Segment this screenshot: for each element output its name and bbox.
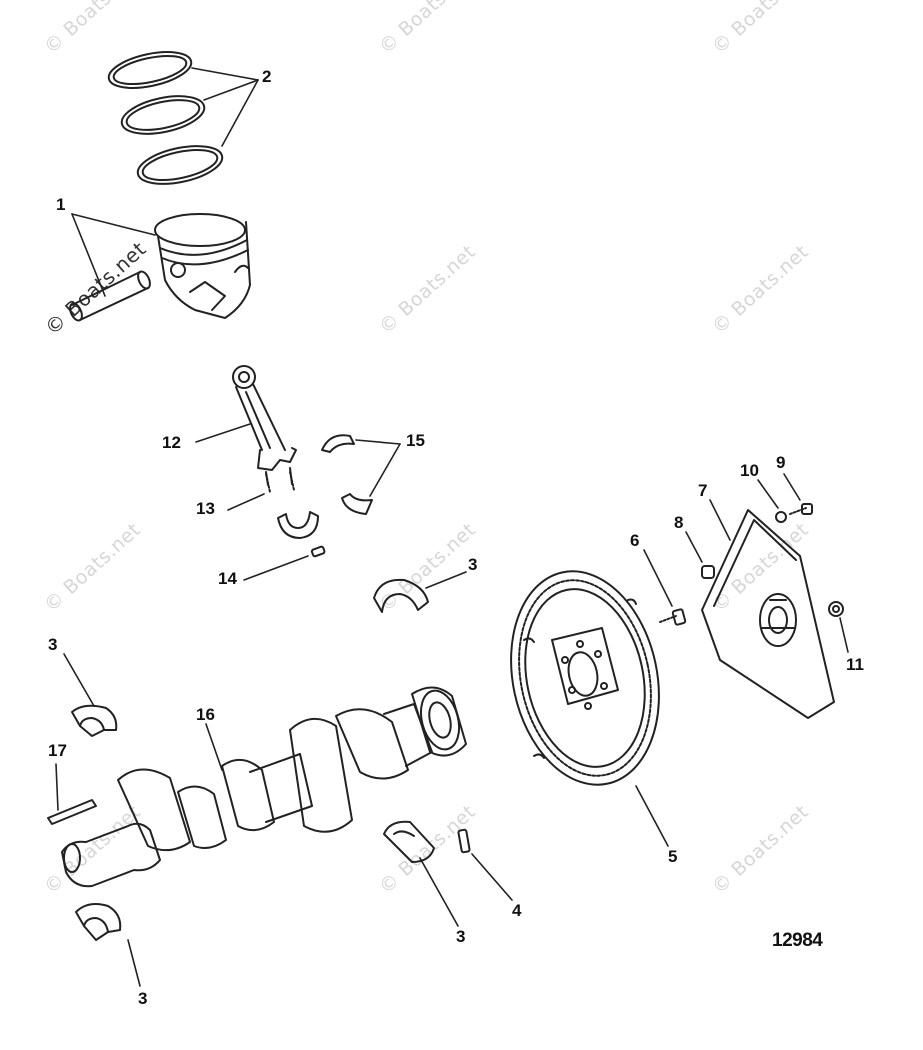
- dowel: [701, 565, 715, 579]
- rod-bolt: [265, 471, 295, 493]
- callout-12: 12: [162, 433, 181, 452]
- callout-13: 13: [196, 499, 215, 518]
- crankshaft: [61, 686, 467, 888]
- callout-10: 10: [740, 461, 759, 480]
- callout-6: 6: [630, 531, 640, 550]
- main-bearing: [383, 820, 435, 863]
- flywheel: [510, 570, 660, 786]
- callout-8: 8: [674, 513, 684, 532]
- rod-bearing: [321, 434, 373, 515]
- washer: [775, 511, 787, 523]
- callout-14: 14: [218, 569, 237, 588]
- piston-ring: [107, 51, 193, 89]
- callout-11: 11: [846, 655, 864, 674]
- woodruff-key: [47, 799, 97, 825]
- callout-4: 4: [512, 901, 522, 920]
- callout-3: 3: [138, 989, 148, 1008]
- callout-3: 3: [468, 555, 478, 574]
- key: [457, 828, 471, 854]
- callout-9: 9: [776, 453, 786, 472]
- callout-7: 7: [698, 481, 708, 500]
- callout-3: 3: [456, 927, 466, 946]
- callout-3: 3: [48, 635, 58, 654]
- flywheel-bolt: [659, 608, 687, 626]
- bolt: [789, 503, 813, 515]
- main-bearing: [71, 704, 118, 737]
- piston-ring: [120, 95, 206, 135]
- leader-lines: [55, 67, 849, 987]
- nut: [828, 601, 844, 617]
- piston: [154, 213, 251, 319]
- drive-plate: [701, 509, 835, 719]
- diagram-number: 12984: [772, 930, 823, 951]
- callout-15: 15: [406, 431, 425, 450]
- callout-17: 17: [48, 741, 67, 760]
- callout-2: 2: [262, 67, 272, 86]
- dowel-pin: [310, 545, 326, 558]
- callout-1: 1: [56, 195, 66, 214]
- connecting-rod: [232, 365, 297, 486]
- callout-16: 16: [196, 705, 215, 724]
- main-bearing: [75, 903, 122, 941]
- main-bearing: [373, 578, 429, 613]
- piston-ring: [136, 145, 224, 185]
- piston-pin: [69, 270, 151, 322]
- rod-cap: [277, 511, 319, 539]
- callout-5: 5: [668, 847, 678, 866]
